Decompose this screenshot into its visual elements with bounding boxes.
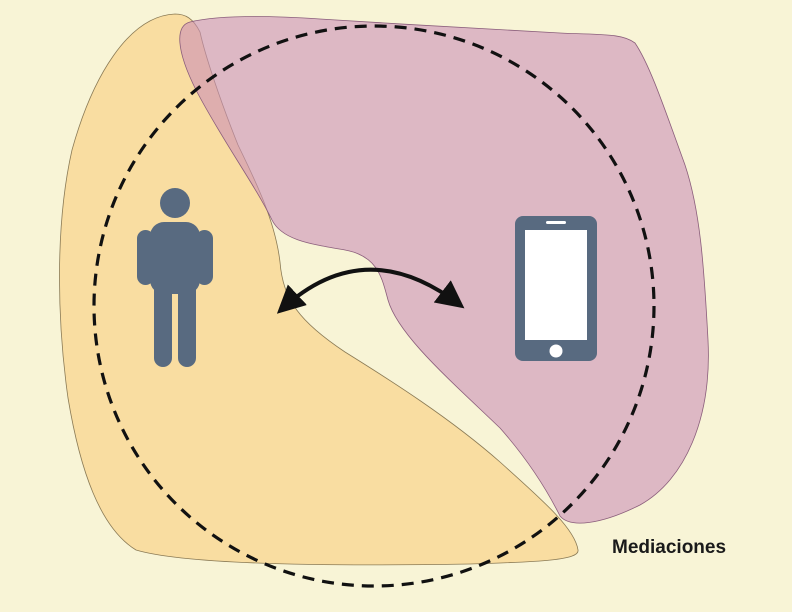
double-headed-curved-arrow-icon [276,267,465,314]
person-icon [137,188,213,367]
mediation-boundary [92,24,656,588]
smartphone-icon [515,216,597,361]
mediations-label: Mediaciones [612,537,727,558]
device-region [179,16,709,524]
